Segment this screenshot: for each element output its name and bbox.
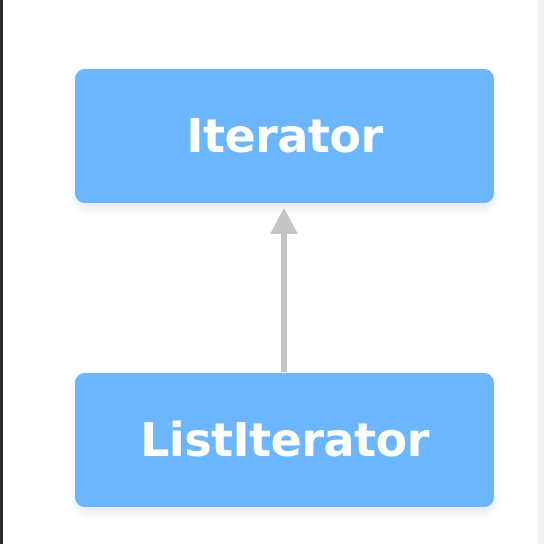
arrow-head-icon [270, 208, 298, 234]
iterator-label: Iterator [186, 109, 383, 163]
right-frame-edge [538, 0, 544, 544]
iterator-node: Iterator [75, 69, 494, 203]
list-iterator-node: ListIterator [75, 373, 494, 507]
list-iterator-label: ListIterator [140, 413, 429, 467]
left-frame-edge [0, 0, 3, 544]
